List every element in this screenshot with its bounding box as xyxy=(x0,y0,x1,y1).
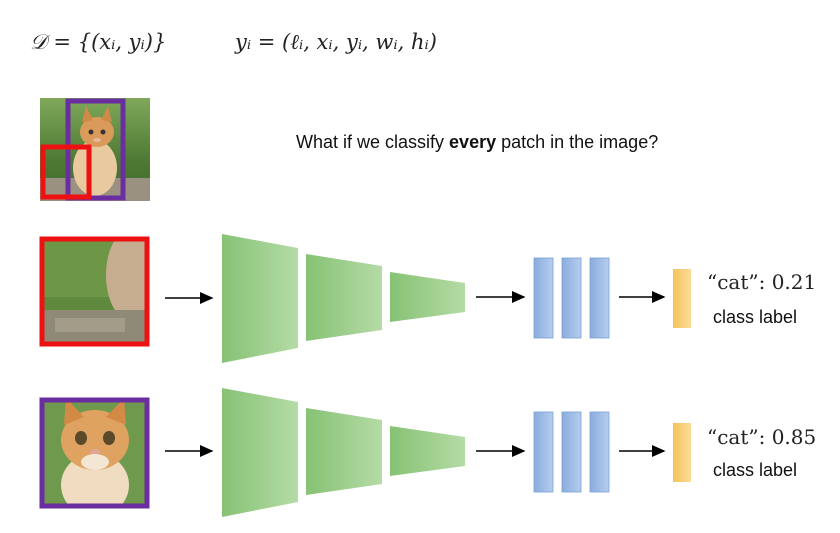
dataset-formula: 𝒟 = {(xᵢ, yᵢ)} xyxy=(30,30,167,54)
question-text: What if we classify every patch in the i… xyxy=(296,132,658,153)
conv-block-1a xyxy=(222,234,298,363)
output-vector-2 xyxy=(673,423,691,482)
conv-block-2a xyxy=(222,388,298,517)
red-patch-border xyxy=(39,236,150,347)
question-prefix: What if we classify xyxy=(296,132,450,152)
score-text-row1: “cat”: 0.21 xyxy=(707,270,817,294)
question-suffix: patch in the image? xyxy=(496,132,659,152)
red-bounding-box xyxy=(40,144,92,200)
class-label-row2: class label xyxy=(713,460,798,480)
question-emphasis: every xyxy=(449,132,497,152)
purple-patch-image xyxy=(40,398,149,508)
class-label-row1: class label xyxy=(713,307,798,327)
fc-layer-2b xyxy=(561,411,582,493)
label-formula: yᵢ = (ℓᵢ, xᵢ, yᵢ, wᵢ, hᵢ) xyxy=(235,30,437,54)
kitten-thumbnail xyxy=(40,98,150,201)
fc-layer-1a xyxy=(533,257,554,339)
score-text-row2: “cat”: 0.85 xyxy=(707,425,817,449)
fc-layer-1c xyxy=(589,257,610,339)
conv-block-2b xyxy=(306,408,382,495)
output-vector-1 xyxy=(673,269,691,328)
fc-layer-1b xyxy=(561,257,582,339)
conv-block-1b xyxy=(306,254,382,341)
fc-layer-2c xyxy=(589,411,610,493)
red-patch-image xyxy=(40,237,149,346)
conv-block-2c xyxy=(390,426,465,476)
fc-layer-2a xyxy=(533,411,554,493)
conv-block-1c xyxy=(390,272,465,322)
purple-patch-border xyxy=(39,397,150,509)
